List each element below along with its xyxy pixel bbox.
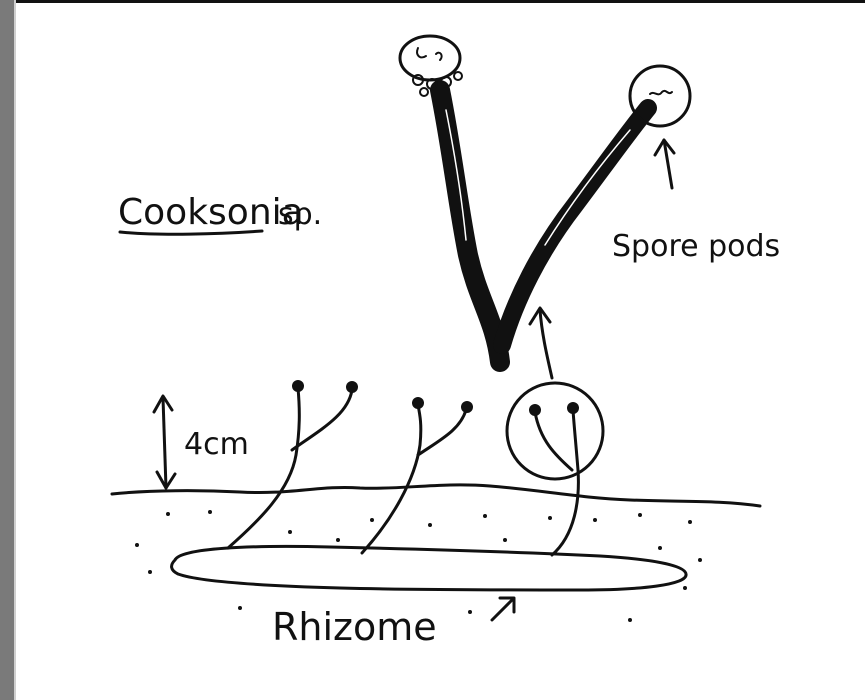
- spore-pods-arrow: [655, 140, 674, 188]
- small-plant-stem: [292, 390, 352, 450]
- spore-capsule: [529, 404, 541, 416]
- small-plant-stem: [228, 388, 299, 548]
- spore-capsule: [346, 381, 358, 393]
- rhizome-arrow: [492, 598, 514, 620]
- diagram-title-suffix: sp.: [278, 197, 322, 232]
- spore-capsule: [412, 397, 424, 409]
- height-indicator: [154, 396, 175, 488]
- small-plant-stem: [362, 405, 421, 553]
- ground-line: [112, 485, 760, 506]
- magnify-arrow: [530, 308, 552, 378]
- spore-capsule: [567, 402, 579, 414]
- rhizome-label: Rhizome: [272, 605, 437, 649]
- spore-capsule: [461, 401, 473, 413]
- enlarged-left-stem: [440, 90, 500, 362]
- highlight-circle: [507, 383, 603, 479]
- spore-capsule: [292, 380, 304, 392]
- small-plant-stem: [552, 410, 578, 555]
- small-plant-stem: [535, 412, 572, 470]
- small-plant-stem: [418, 410, 466, 455]
- enlarged-left-spore-pod: [400, 36, 460, 80]
- enlarged-right-stem: [502, 108, 648, 345]
- rhizome-body: [172, 546, 687, 590]
- small-plants: [228, 380, 603, 555]
- spore-pods-label: Spore pods: [612, 229, 780, 264]
- height-label: 4cm: [184, 427, 249, 462]
- diagram-title: Cooksonia: [118, 192, 304, 233]
- enlarged-right-spore-pod: [630, 66, 690, 126]
